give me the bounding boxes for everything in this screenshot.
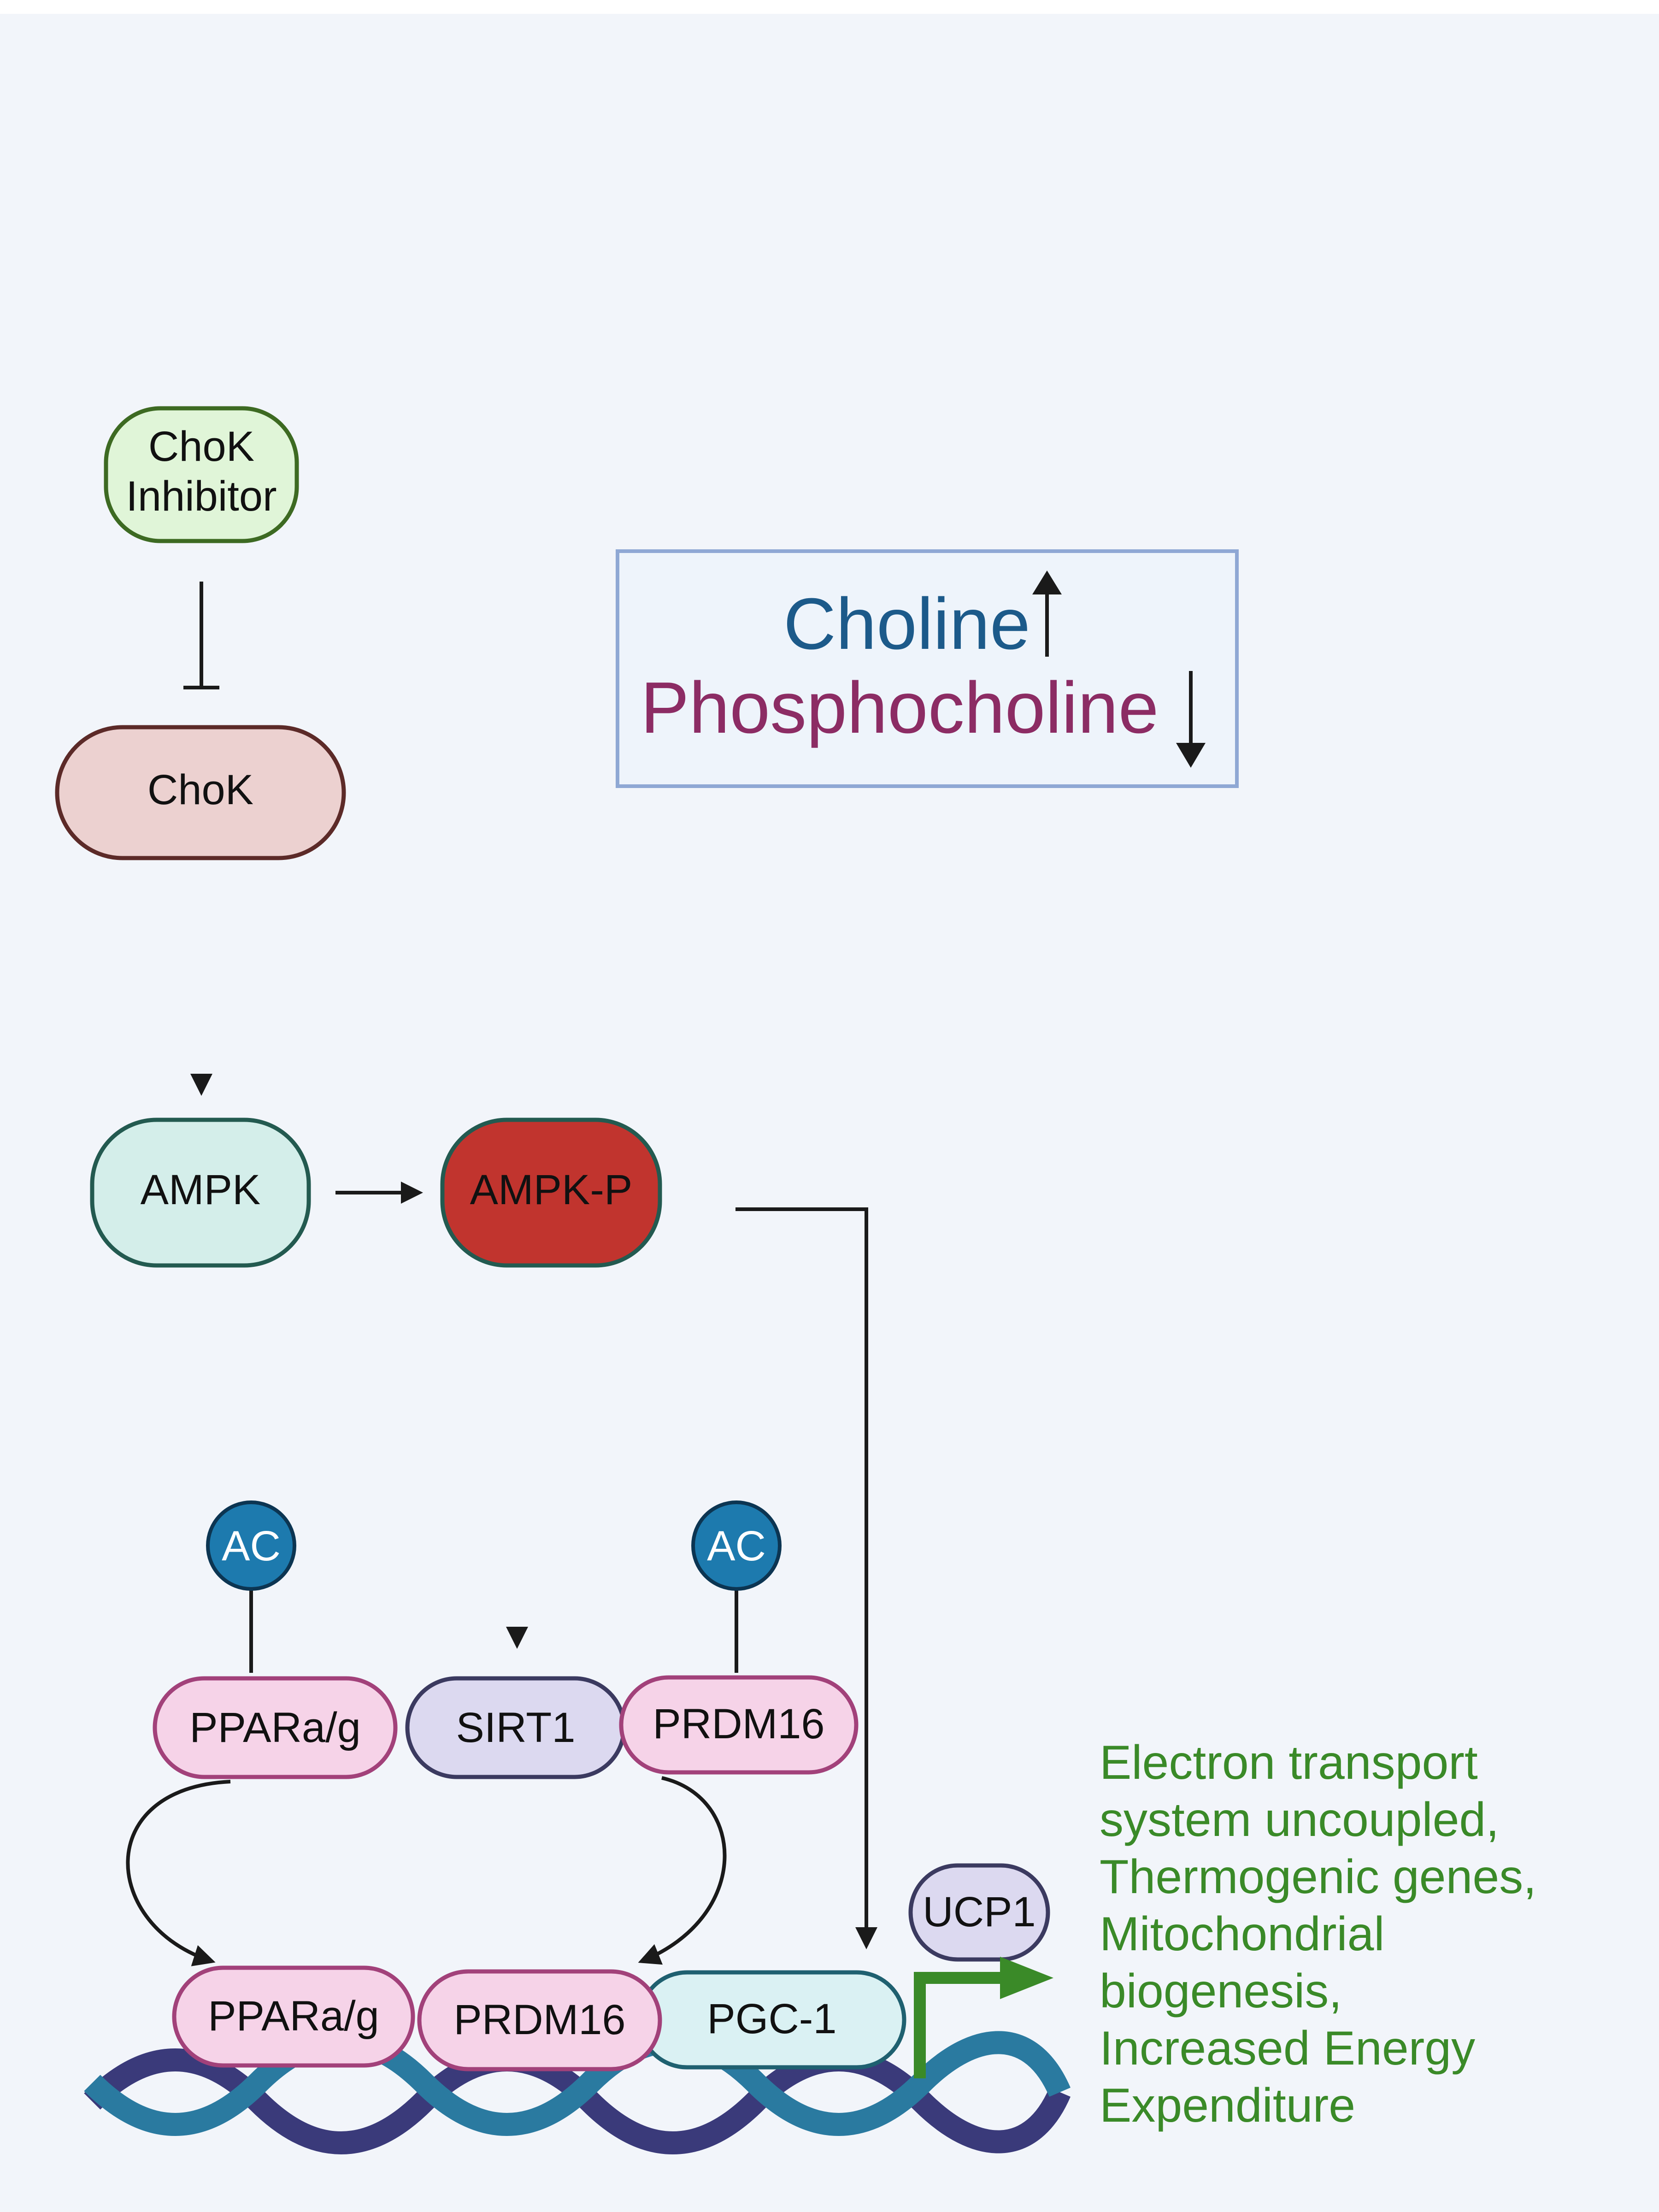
transcription-arrow-icon (914, 1957, 1053, 2078)
outcome-line: Increased Energy (1100, 2022, 1475, 2075)
ppar-curve-edge (126, 1780, 231, 1966)
prdm16-curve-edge (638, 1776, 727, 1965)
ampk-label: AMPK (141, 1166, 261, 1213)
ucp1-node: UCP1 (908, 1863, 1050, 1962)
phosphocholine-label: Phosphocholine (641, 667, 1159, 748)
outcome-line: biogenesis, (1100, 1965, 1342, 2018)
ppar-top-label: PPARa/g (189, 1704, 361, 1751)
ppar-bottom-node: PPARa/g (172, 1965, 415, 2068)
prdm16-bottom-node: PRDM16 (417, 1969, 662, 2071)
ampk-p-label: AMPK-P (470, 1166, 633, 1213)
outcome-line: Thermogenic genes, (1100, 1850, 1536, 1904)
choline-label: Choline (783, 583, 1030, 665)
ac-left-node: AC (206, 1500, 296, 1673)
chok-inhibitor-node: ChoK Inhibitor (104, 406, 299, 543)
ppar-bottom-label: PPARa/g (208, 1993, 379, 2040)
outcome-line: Expenditure (1100, 2079, 1355, 2132)
ac-right-node: AC (691, 1500, 782, 1673)
chok-inhibitor-label-line2: Inhibitor (126, 473, 276, 520)
outcome-line: Mitochondrial (1100, 1907, 1385, 1961)
sirt1-label: SIRT1 (456, 1704, 575, 1751)
prdm16-top-label: PRDM16 (653, 1700, 824, 1747)
ampkp-to-pgc1-edge (735, 1207, 877, 1949)
pgc1-label: PGC-1 (707, 1995, 836, 2042)
chok-inhibitor-label-line1: ChoK (148, 423, 254, 470)
outcome-line: system uncoupled, (1100, 1793, 1499, 1847)
phosphocholine-down-arrow-icon (1176, 671, 1206, 768)
inhibition-edge (183, 582, 219, 689)
chok-node: ChoK (55, 725, 346, 860)
ac-right-label: AC (707, 1523, 766, 1570)
prdm16-bottom-label: PRDM16 (453, 1996, 625, 2043)
ampk-node: AMPK (90, 1118, 311, 1268)
choline-up-arrow-icon (1032, 571, 1062, 657)
outcome-line: Electron transport (1100, 1736, 1478, 1789)
metabolite-legend: Choline Phosphocholine (616, 549, 1239, 788)
background (0, 14, 1659, 2212)
ampk-p-node: AMPK-P (440, 1118, 662, 1268)
pgc1-node: PGC-1 (637, 1970, 906, 2070)
dna-helix-icon (84, 2030, 1071, 2154)
prdm16-top-node: PRDM16 (619, 1675, 859, 1775)
ucp1-label: UCP1 (923, 1888, 1035, 1936)
ac-left-label: AC (222, 1523, 281, 1570)
chok-label: ChoK (147, 766, 253, 813)
ppar-top-node: PPARa/g (153, 1676, 398, 1779)
sirt1-node: SIRT1 (405, 1676, 626, 1779)
